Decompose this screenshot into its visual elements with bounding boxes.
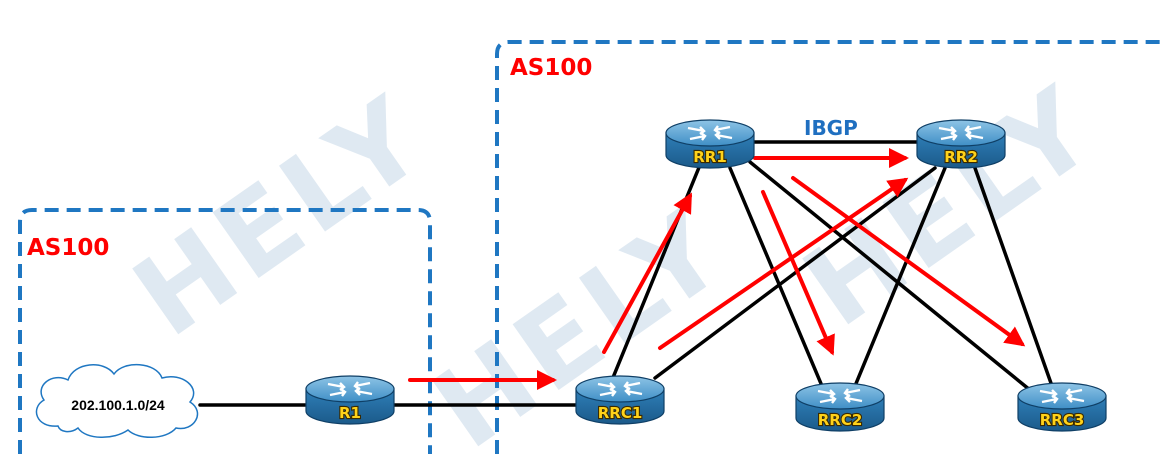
as-boundary-left: [18, 208, 432, 454]
router-rrc3: RRC3: [1016, 381, 1108, 433]
link-rr1-rrc2: [728, 166, 824, 388]
watermark-text: HELY: [111, 71, 450, 362]
router-rr2: RR2: [915, 118, 1007, 170]
router-label-rr2: RR2: [944, 148, 978, 166]
router-label-rrc2: RRC2: [818, 411, 863, 429]
router-label-rrc1: RRC1: [598, 404, 643, 422]
route-arrow-layer: [408, 148, 1026, 390]
network-cloud: 202.100.1.0/24: [35, 363, 199, 438]
link-rr2-rrc3: [973, 166, 1054, 388]
as-label-right: AS100: [510, 55, 592, 81]
route-arrow-rrc1-rr1: [602, 192, 692, 354]
route-arrow-rrc1-rr2: [658, 177, 909, 350]
router-label-rrc3: RRC3: [1040, 411, 1085, 429]
as-label-left: AS100: [27, 235, 109, 261]
router-rrc2: RRC2: [794, 381, 886, 433]
link-rr1-rrc3: [748, 160, 1032, 392]
route-arrow-rr1-rrc2: [761, 190, 835, 356]
as-boundary-right: [495, 40, 1161, 454]
router-rrc1: RRC1: [574, 374, 666, 426]
router-rr1: RR1: [664, 118, 756, 170]
link-layer: [198, 140, 1054, 407]
network-prefix-label: 202.100.1.0/24: [71, 397, 165, 413]
link-rr2-rrc2: [853, 166, 947, 388]
router-label-rr1: RR1: [693, 148, 727, 166]
router-r1: R1: [304, 374, 396, 426]
route-arrow-rr1-rrc3: [791, 176, 1026, 347]
cloud-icon: [35, 363, 199, 438]
ibgp-label: IBGP: [804, 116, 858, 140]
router-label-r1: R1: [339, 404, 361, 422]
link-rrc1-rr2: [653, 166, 937, 380]
